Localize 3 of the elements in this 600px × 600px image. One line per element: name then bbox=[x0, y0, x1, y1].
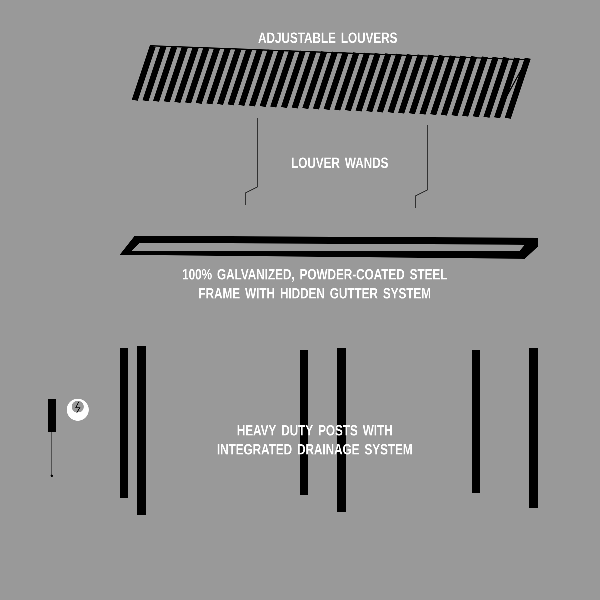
part-label: 100% GALVANIZED, POWDER-COATED STEEL FRAME WITH HIDDEN GUTTER SYSTEM bbox=[183, 269, 448, 299]
part-label: ADJUSTABLE LOUVERS bbox=[258, 32, 398, 44]
part-label: LOUVER WANDS bbox=[292, 158, 388, 168]
